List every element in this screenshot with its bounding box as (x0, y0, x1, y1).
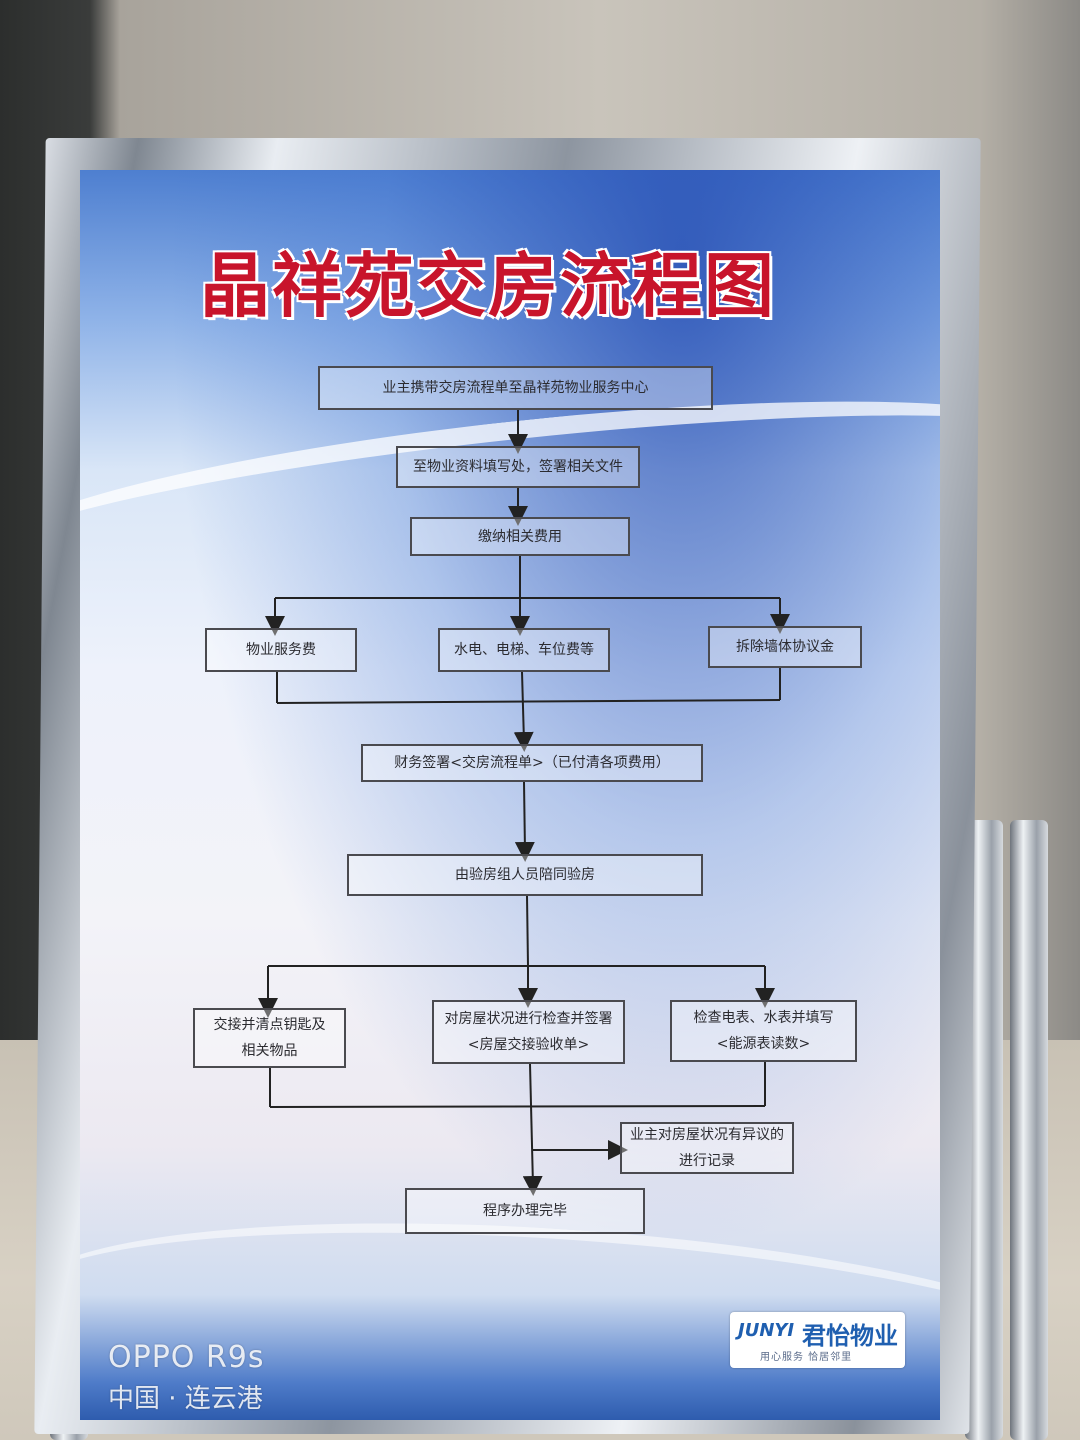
logo-english-text: JUNYI (738, 1320, 795, 1341)
logo-slogan: 用心服务 恰居邻里 (760, 1352, 853, 1363)
fee-utilities-text: 水电、电梯、车位费等 (454, 642, 594, 658)
step-sign-documents: 至物业资料填写处，签署相关文件 (396, 446, 640, 488)
check-keys-line2: 相关物品 (241, 1043, 298, 1059)
poster-board (80, 170, 940, 1420)
step-pay-fees-text: 缴纳相关费用 (478, 528, 562, 545)
check-keys: 交接并清点钥匙及 相关物品 (193, 1008, 346, 1068)
check-keys-line1: 交接并清点钥匙及 (213, 1017, 326, 1033)
step-pay-fees: 缴纳相关费用 (410, 517, 630, 556)
fee-property-service-text: 物业服务费 (246, 642, 316, 658)
step-inspection: 由验房组人员陪同验房 (347, 854, 703, 896)
camera-watermark-location: 中国 · 连云港 (108, 1384, 263, 1414)
logo-chinese-text: 君怡物业 (802, 1322, 898, 1350)
fee-utilities: 水电、电梯、车位费等 (438, 628, 610, 672)
step-sign-documents-text: 至物业资料填写处，签署相关文件 (413, 459, 623, 475)
objection-record-line2: 进行记录 (679, 1153, 735, 1169)
step-complete: 程序办理完毕 (405, 1188, 645, 1234)
stand-post-far-right (1010, 820, 1048, 1440)
camera-watermark-device: OPPO R9s (108, 1340, 265, 1375)
objection-record: 业主对房屋状况有异议的 进行记录 (620, 1122, 794, 1174)
check-meters: 检查电表、水表并填写 <能源表读数> (670, 1000, 857, 1062)
fee-wall-demolition: 拆除墙体协议金 (708, 626, 862, 668)
step-inspection-text: 由验房组人员陪同验房 (455, 867, 595, 883)
check-meters-line1: 检查电表、水表并填写 (693, 1010, 834, 1026)
fee-wall-demolition-text: 拆除墙体协议金 (736, 639, 834, 655)
check-house-condition-line2: <房屋交接验收单> (467, 1037, 590, 1053)
check-meters-line2: <能源表读数> (716, 1036, 811, 1052)
check-house-condition-line1: 对房屋状况进行检查并签署 (444, 1011, 613, 1027)
step-finance-sign: 财务签署<交房流程单>（已付清各项费用） (361, 744, 703, 782)
step-finance-sign-text: 财务签署<交房流程单>（已付清各项费用） (394, 755, 670, 771)
step-bring-form-text: 业主携带交房流程单至晶祥苑物业服务中心 (382, 380, 649, 396)
company-logo: JUNYI 君怡物业 用心服务 恰居邻里 (730, 1312, 905, 1368)
check-house-condition: 对房屋状况进行检查并签署 <房屋交接验收单> (432, 1000, 625, 1064)
objection-record-line1: 业主对房屋状况有异议的 (630, 1127, 784, 1143)
fee-property-service: 物业服务费 (205, 628, 357, 672)
step-complete-text: 程序办理完毕 (483, 1203, 567, 1219)
poster-title: 晶祥苑交房流程图 (200, 245, 776, 327)
step-bring-form: 业主携带交房流程单至晶祥苑物业服务中心 (318, 366, 713, 410)
